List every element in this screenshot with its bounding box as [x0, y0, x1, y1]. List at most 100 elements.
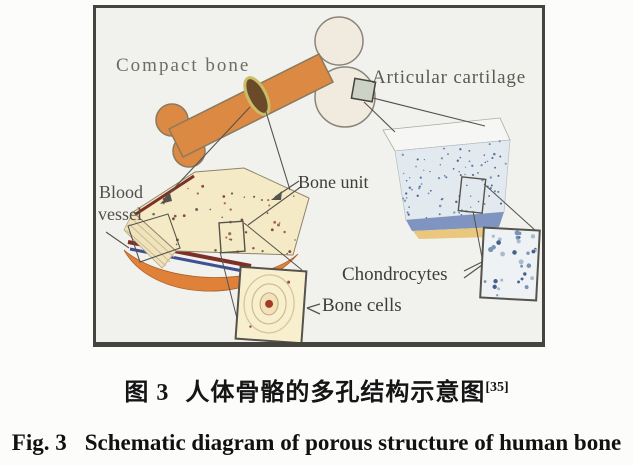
speckle-dot: [488, 143, 491, 146]
speckle-dot: [488, 247, 494, 253]
speckle-dot: [484, 161, 487, 164]
speckle-dot: [173, 214, 177, 218]
speckle-dot: [496, 294, 499, 297]
speckle-dot: [182, 214, 186, 218]
speckle-dot: [490, 184, 493, 187]
speckle-dot: [429, 189, 432, 192]
speckle-dot: [440, 157, 444, 160]
arrowhead: [271, 191, 282, 200]
speckle-dot: [171, 217, 175, 221]
caption-en-title: Schematic diagram of porous structure of…: [84, 430, 622, 455]
bone-cells-arrow: [306, 303, 321, 309]
speckle-dot: [460, 213, 463, 216]
speckle-dot: [518, 259, 524, 265]
speckle-dot: [477, 200, 480, 203]
lamella-line: [125, 229, 167, 267]
speckle-dot: [403, 199, 407, 202]
speckle-dot: [498, 237, 502, 242]
chondrocyte-square: [479, 226, 541, 302]
speckle-dot: [523, 272, 527, 276]
speckle-dot: [209, 208, 212, 211]
speckle-dot: [221, 216, 224, 219]
speckle-dot: [415, 165, 417, 168]
lamella-line: [128, 223, 171, 263]
speckle-dot: [214, 248, 217, 252]
speckle-dot: [530, 276, 534, 281]
arrowhead: [160, 193, 172, 204]
speckle-dot: [230, 192, 234, 195]
speckle-dot: [459, 174, 462, 177]
femur-bone: [155, 16, 376, 168]
speckle-dot: [402, 197, 405, 200]
speckle-dot: [489, 186, 492, 190]
bone-cell-nucleus: [265, 299, 274, 308]
blood-vessel-leader: [105, 231, 130, 249]
speckle-dot: [483, 202, 486, 206]
speckle-dot: [422, 169, 425, 172]
speckle-dot: [491, 156, 494, 160]
speckle-dot: [408, 206, 410, 208]
speckle-dot: [438, 213, 441, 216]
bone-unit-callout-box: [218, 220, 246, 254]
speckle-dot: [294, 239, 296, 241]
speckle-dot: [526, 263, 532, 268]
speckle-dot: [443, 175, 446, 177]
speckle-dot: [526, 251, 530, 255]
speckle-dot: [230, 238, 233, 241]
speckle-dot: [469, 195, 472, 197]
caption-en-number: Fig. 3: [11, 430, 67, 455]
label-leaders: [105, 180, 483, 315]
callout-line: [372, 97, 486, 127]
blood-vessel-label-line1: Blood: [99, 182, 143, 202]
speckle-dot: [468, 149, 471, 152]
speckle-dot: [489, 176, 492, 179]
speckle-dot: [531, 249, 536, 254]
speckle-dot: [229, 208, 232, 211]
chondrocyte-speckles: [483, 230, 537, 297]
speckle-dot: [504, 162, 507, 165]
speckle-dot: [464, 173, 466, 176]
speckle-dot: [455, 200, 458, 204]
bone-unit-label: Bone unit: [298, 172, 369, 192]
speckle-dot: [518, 236, 521, 239]
magnifier-line: [483, 183, 537, 232]
speckle-dot: [228, 238, 231, 240]
speckle-dot: [405, 179, 408, 182]
speckle-dot: [201, 184, 205, 188]
cartilage-section: [382, 117, 541, 302]
speckle-dot: [458, 171, 460, 173]
speckle-dot: [240, 218, 244, 222]
speckle-dot: [407, 213, 410, 216]
bone-cell-speck: [249, 325, 252, 328]
speckle-dot: [447, 153, 449, 156]
diagram-labels: Compact bone Articular cartilage Blood v…: [98, 55, 526, 316]
speckle-dot: [459, 148, 462, 151]
speckle-dot: [491, 234, 495, 238]
ring-section-leaders: [160, 106, 291, 204]
speckle-dot: [471, 173, 475, 177]
speckle-dot: [402, 172, 405, 175]
speckle-dot: [244, 231, 248, 234]
speckle-dot: [497, 174, 500, 177]
speckle-dot: [493, 190, 496, 193]
speckle-dot: [187, 187, 189, 190]
blood-vessel-label-line2: vessel: [98, 204, 142, 224]
chondrocyte-callout-box: [457, 176, 487, 214]
speckle-dot: [452, 168, 455, 170]
speckle-dot: [260, 198, 263, 202]
speckle-dot: [223, 202, 226, 205]
speckle-dot: [453, 211, 456, 214]
speckle-dot: [466, 184, 468, 187]
speckle-dot: [425, 216, 428, 219]
head-callout-box: [350, 77, 377, 103]
speckle-dot: [283, 230, 286, 234]
articular-cartilage-label: Articular cartilage: [372, 67, 526, 88]
callout-line: [363, 101, 396, 133]
bone-cell-magnifier: [219, 222, 308, 342]
speckle-dot: [500, 251, 506, 257]
speckle-dot: [288, 250, 292, 254]
speckle-dot: [500, 278, 504, 282]
speckle-dot: [468, 160, 471, 163]
speckle-dot: [270, 228, 274, 232]
